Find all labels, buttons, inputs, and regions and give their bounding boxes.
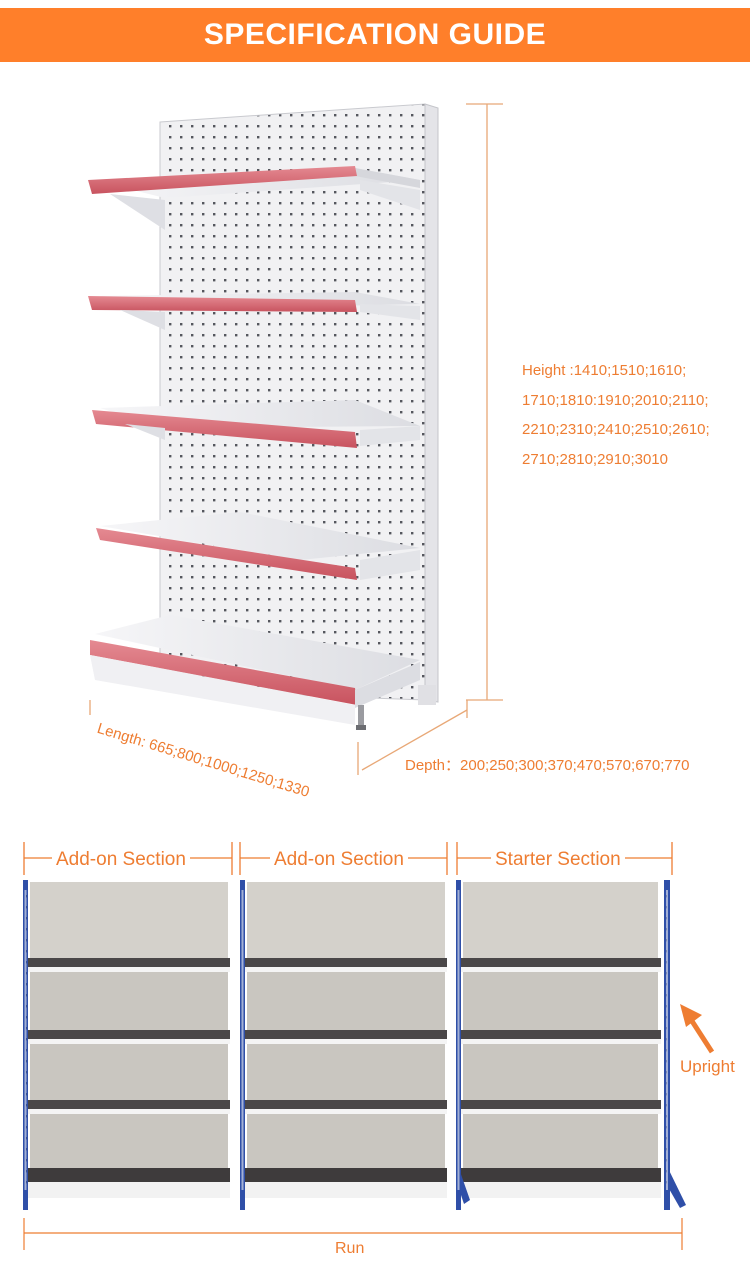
shelf-4 [96, 512, 420, 580]
banner-title: SPECIFICATION GUIDE [203, 18, 547, 51]
banner: SPECIFICATION GUIDE [0, 8, 750, 62]
upright-slots [24, 890, 668, 1190]
height-spec: Height :1410;1510;1610; 1710;1810:1910;2… [522, 356, 744, 474]
bay-shelves [28, 958, 661, 1198]
shelf-base [90, 615, 420, 730]
shelf-2 [88, 292, 420, 330]
run-dimension-line [23, 1218, 683, 1250]
height-dimension-line [466, 103, 503, 701]
height-line-4: 2710;2810;2910;3010 [522, 450, 668, 468]
upright-label: Upright [680, 1057, 735, 1076]
depth-spec: Depth：200;250;300;370;470;570;670;770 [405, 757, 690, 774]
shelf-upright [424, 103, 439, 703]
height-line-2: 1710;1810:1910;2010;2110; [522, 391, 709, 409]
shelf-1 [88, 166, 420, 230]
run-label: Run [335, 1240, 365, 1257]
length-dimension-line [89, 700, 359, 775]
shelf-3 [92, 400, 420, 448]
section-label-add-on-1: Add-on Section [52, 849, 190, 871]
height-line-3: 2210;2310;2410;2510;2610; [522, 421, 710, 438]
section-label-starter: Starter Section [491, 849, 625, 871]
depth-dimension-line [361, 700, 468, 771]
upright-arrow-icon [680, 1004, 715, 1054]
height-line-1: Height :1410;1510;1610; [522, 362, 687, 379]
section-label-add-on-2: Add-on Section [270, 849, 408, 871]
